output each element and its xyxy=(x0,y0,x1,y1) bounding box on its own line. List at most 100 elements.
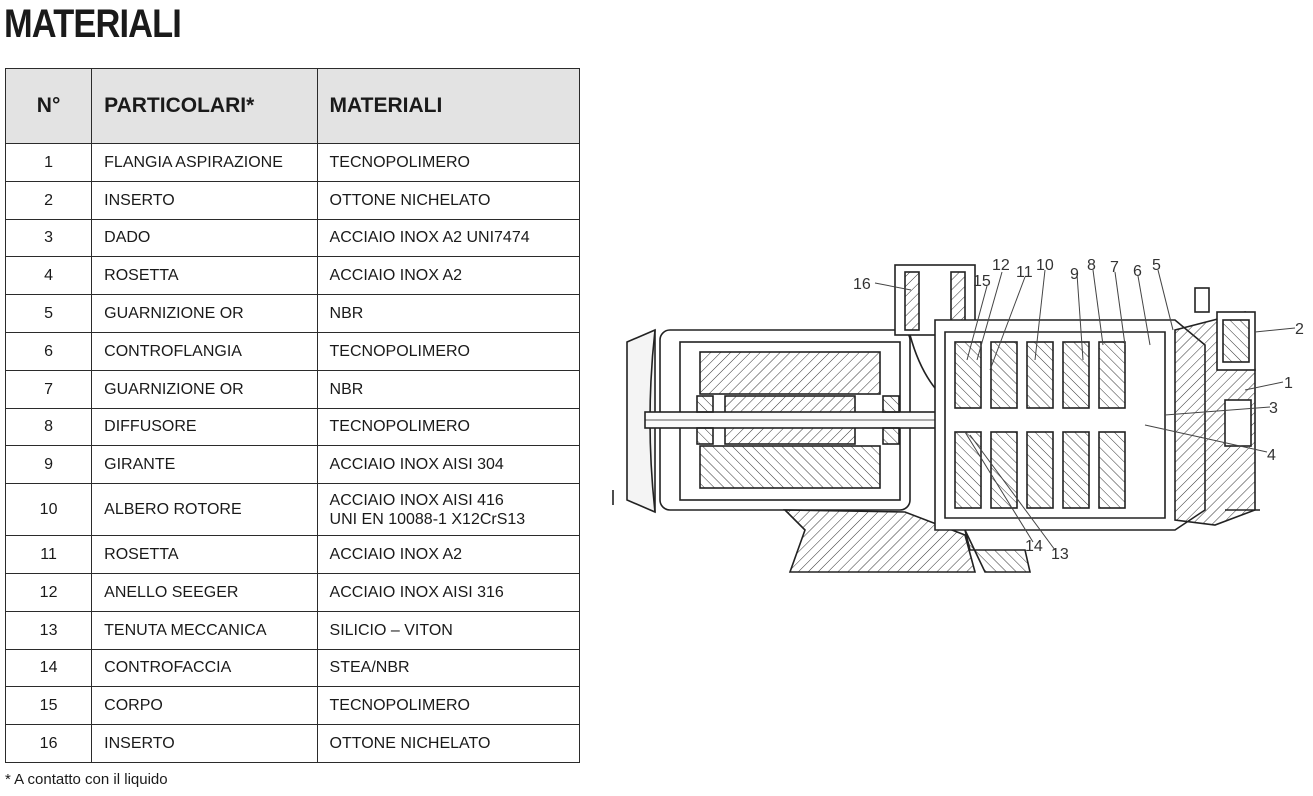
label-6: 6 xyxy=(1133,263,1142,280)
cell-part-text: FLANGIA ASPIRAZIONE xyxy=(104,153,283,171)
cell-number-text: 6 xyxy=(44,342,54,360)
cell-number: 14 xyxy=(4,648,93,688)
label-15: 15 xyxy=(973,273,991,290)
cell-material: TECNOPOLIMERO xyxy=(316,143,581,182)
cell-material: ACCIAIO INOX A2 xyxy=(316,256,581,296)
cell-part-text: INSERTO xyxy=(104,735,175,753)
cell-number-text: 13 xyxy=(39,621,58,639)
cell-number: 3 xyxy=(4,218,93,258)
cell-material-text: ACCIAIO INOX A2 xyxy=(329,267,463,285)
cell-part: ROSETTA xyxy=(91,256,318,296)
cell-material-text: ACCIAIO INOX AISI 416 xyxy=(329,491,504,509)
label-4: 4 xyxy=(1267,447,1276,464)
cell-part: CORPO xyxy=(91,686,318,726)
cell-number-text: 4 xyxy=(44,267,54,285)
cell-material: TECNOPOLIMERO xyxy=(316,331,581,371)
cell-material-text: ACCIAIO INOX A2 xyxy=(329,546,463,564)
table-row: 14 CONTROFACCIA STEA/NBR xyxy=(4,648,581,688)
cell-part-text: CONTROFACCIA xyxy=(104,659,232,677)
table-row: 3 DADO ACCIAIO INOX A2 UNI7474 xyxy=(4,218,581,258)
cell-material-text: NBR xyxy=(329,305,364,323)
header-material: MATERIALI xyxy=(316,68,581,144)
cell-number-text: 5 xyxy=(44,305,54,323)
cell-material: NBR xyxy=(316,294,581,333)
cell-part: GUARNIZIONE OR xyxy=(91,369,318,409)
cell-number: 2 xyxy=(4,180,93,220)
label-5: 5 xyxy=(1152,257,1161,274)
label-9: 9 xyxy=(1070,266,1079,283)
label-8: 8 xyxy=(1087,257,1096,274)
cell-material: ACCIAIO INOX AISI 304 xyxy=(316,445,581,485)
label-10: 10 xyxy=(1036,257,1054,274)
cell-material-text: NBR xyxy=(329,380,364,398)
cell-material-text: OTTONE NICHELATO xyxy=(329,191,491,209)
cell-material-text: ACCIAIO INOX AISI 304 xyxy=(329,456,504,474)
cell-material: ACCIAIO INOX A2 xyxy=(316,535,581,574)
materials-table: N° PARTICOLARI* MATERIALI 1 FLANGIA ASPIR… xyxy=(4,68,581,763)
cell-material-line2: UNI EN 10088-1 X12CrS13 xyxy=(329,510,526,528)
cell-material: ACCIAIO INOX A2 UNI7474 xyxy=(316,218,581,258)
table-row: 1 FLANGIA ASPIRAZIONE TECNOPOLIMERO xyxy=(4,143,581,182)
table-row: 6 CONTROFLANGIA TECNOPOLIMERO xyxy=(4,331,581,371)
cell-part: ROSETTA xyxy=(91,535,318,574)
cell-part-text: ROSETTA xyxy=(104,267,179,285)
cell-material: TECNOPOLIMERO xyxy=(316,686,581,726)
table-row: 16 INSERTO OTTONE NICHELATO xyxy=(4,724,581,763)
cell-number: 1 xyxy=(4,143,93,182)
cell-number-text: 2 xyxy=(44,191,54,209)
table-row: 5 GUARNIZIONE OR NBR xyxy=(4,294,581,333)
table-header-row: N° PARTICOLARI* MATERIALI xyxy=(4,68,581,144)
cell-number: 7 xyxy=(4,369,93,409)
cell-material-text: STEA/NBR xyxy=(329,659,410,677)
cell-number-text: 11 xyxy=(40,546,57,564)
cell-material-text: SILICIO – VITON xyxy=(329,621,453,639)
cell-part: GIRANTE xyxy=(91,445,318,485)
cell-number-text: 16 xyxy=(39,735,58,753)
cell-part-text: GUARNIZIONE OR xyxy=(104,305,244,323)
cell-material-text: TECNOPOLIMERO xyxy=(329,418,470,436)
page-title: MATERIALI xyxy=(4,2,182,46)
table-row: 15 CORPO TECNOPOLIMERO xyxy=(4,686,581,726)
cell-material-text: TECNOPOLIMERO xyxy=(329,697,470,715)
cell-part: DIFFUSORE xyxy=(91,407,318,447)
cell-part-text: CONTROFLANGIA xyxy=(104,342,242,360)
label-16: 16 xyxy=(853,276,871,293)
cell-part: DADO xyxy=(91,218,318,258)
table-row: 4 ROSETTA ACCIAIO INOX A2 xyxy=(4,256,581,296)
cell-number: 13 xyxy=(4,610,93,650)
cell-part-text: DADO xyxy=(104,229,151,247)
label-7: 7 xyxy=(1110,259,1119,276)
cell-number: 6 xyxy=(4,331,93,371)
cell-part: INSERTO xyxy=(91,724,318,763)
label-1: 1 xyxy=(1284,375,1293,392)
cell-part: ANELLO SEEGER xyxy=(91,572,318,612)
cell-number-text: 10 xyxy=(39,501,58,519)
cell-number-text: 12 xyxy=(39,583,58,601)
table-row: 2 INSERTO OTTONE NICHELATO xyxy=(4,180,581,220)
cell-number: 11 xyxy=(4,535,93,574)
table-row: 11 ROSETTA ACCIAIO INOX A2 xyxy=(4,535,581,574)
cell-material: STEA/NBR xyxy=(316,648,581,688)
cell-part-text: ROSETTA xyxy=(104,546,179,564)
cell-part-text: INSERTO xyxy=(104,191,175,209)
header-part: PARTICOLARI* xyxy=(91,68,318,144)
cell-number: 9 xyxy=(4,445,93,485)
cell-number: 12 xyxy=(4,572,93,612)
label-3: 3 xyxy=(1269,400,1278,417)
cell-material-text: TECNOPOLIMERO xyxy=(329,153,470,171)
footnote: * A contatto con il liquido xyxy=(5,771,168,788)
label-12: 12 xyxy=(992,257,1010,274)
cell-material: NBR xyxy=(316,369,581,409)
cell-material: OTTONE NICHELATO xyxy=(316,724,581,763)
cell-part: CONTROFLANGIA xyxy=(91,331,318,371)
cell-part: FLANGIA ASPIRAZIONE xyxy=(91,143,318,182)
cell-number-text: 15 xyxy=(39,697,58,715)
part-labels: 16 15 12 11 10 9 8 7 6 5 2 1 3 4 14 13 xyxy=(853,257,1304,563)
